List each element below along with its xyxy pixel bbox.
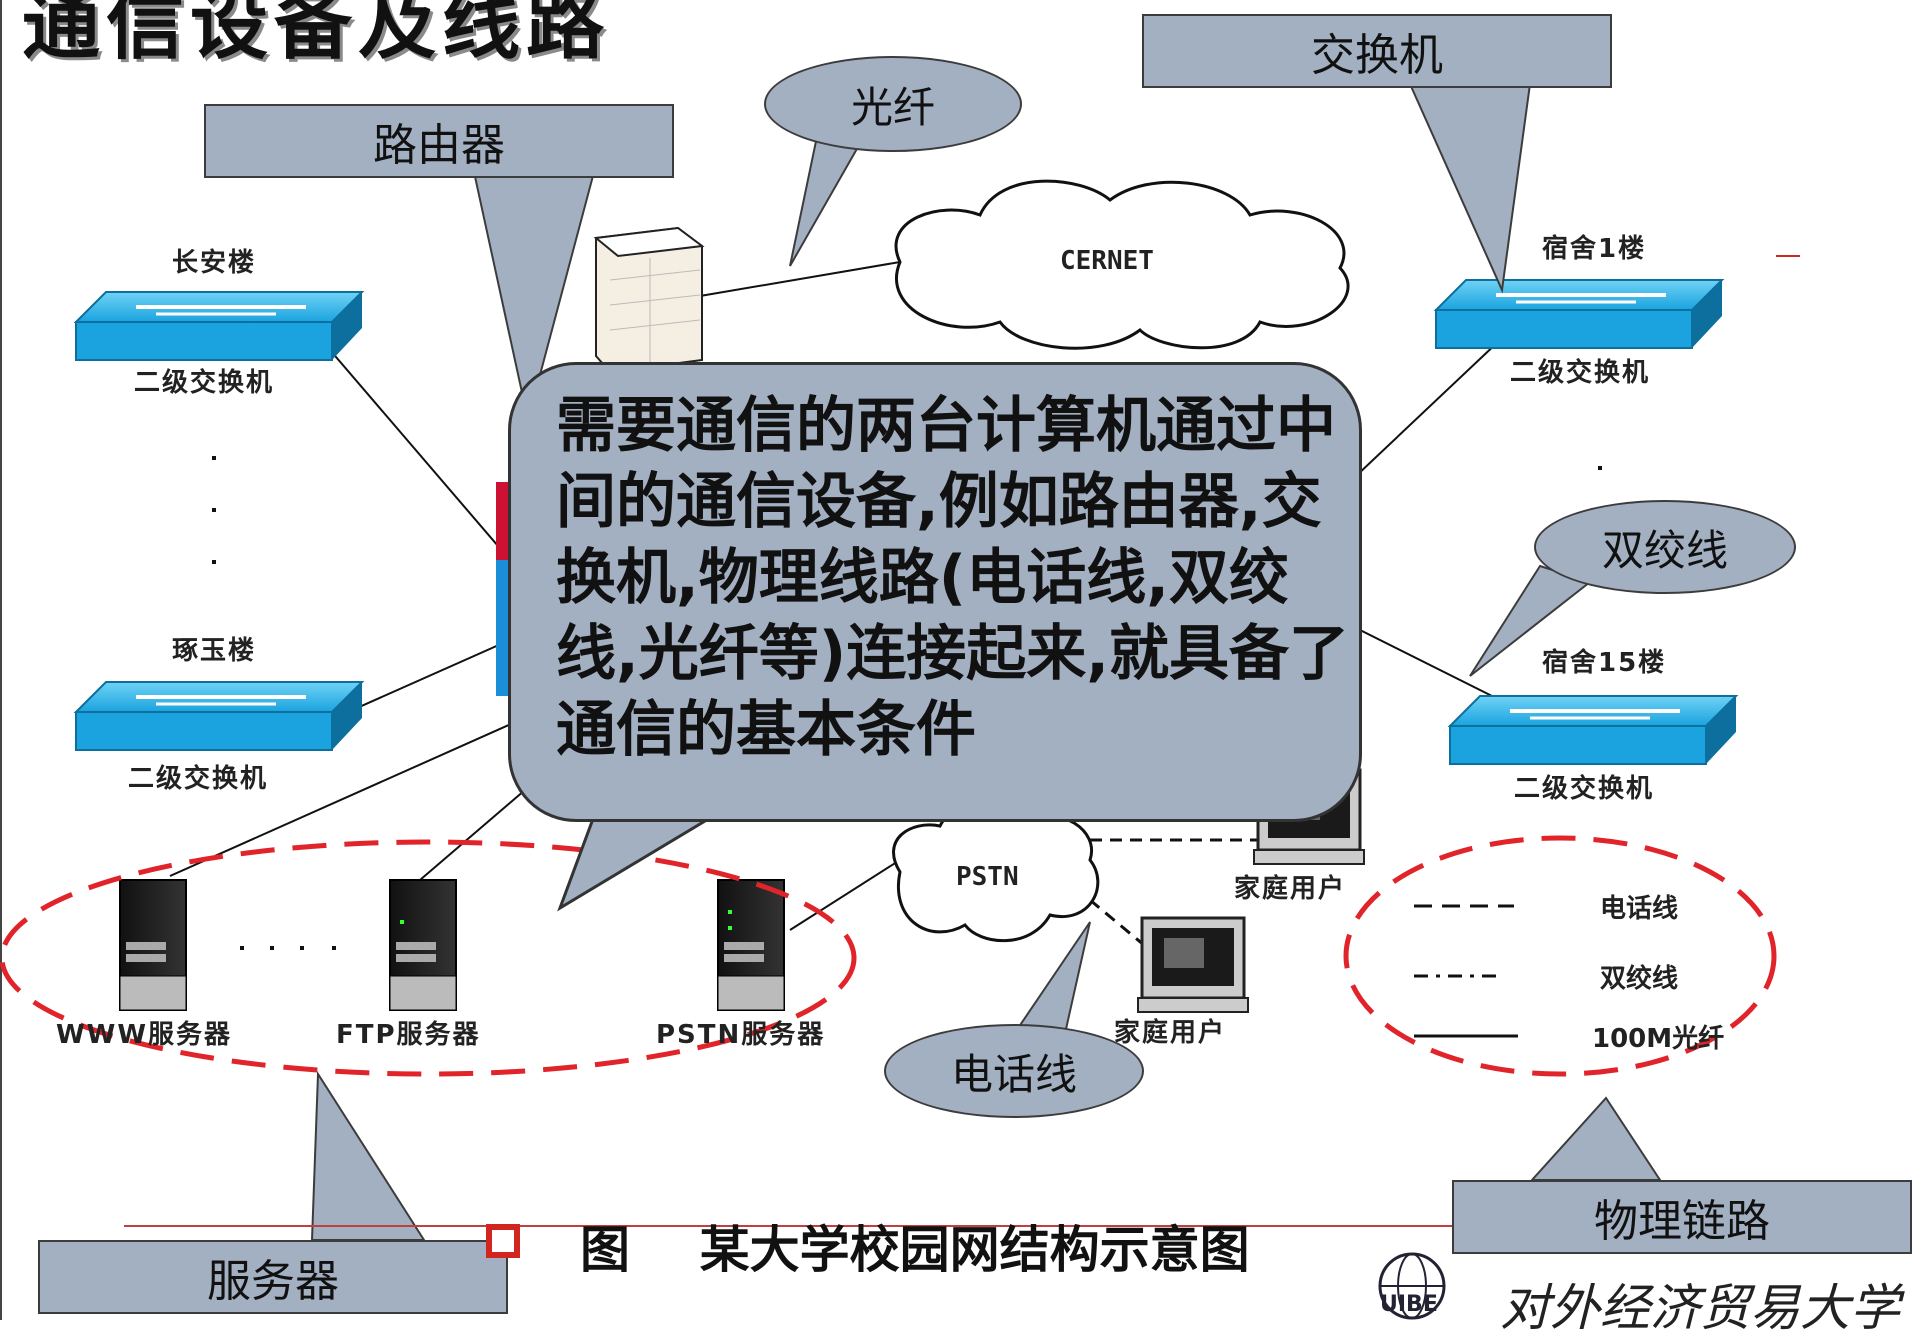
home-user-1-label: 家庭用户 [1234,874,1347,904]
twisted-pair-callout: 双绞线 [1534,500,1796,594]
switch-a-icon [73,291,365,361]
router-callout: 路由器 [204,104,674,178]
phone-links [1070,838,1260,952]
link-callout-pointer [1529,1096,1662,1181]
legend-fiber-label: 100M光纤 [1592,1024,1725,1054]
switch-c-icon [1433,279,1725,349]
www-server-label: WWW服务器 [56,1020,233,1050]
figure-caption: 图 某大学校园网结构示意图 [580,1210,1250,1282]
ellipsis-dots [212,456,1602,950]
link-firewall-cernet [699,261,901,297]
legend-ellipse [1343,835,1777,1077]
www-server-icon [119,879,187,1011]
firewall-icon [593,226,705,374]
link-switch-a-router [329,349,511,561]
home-pc-2-icon [1137,916,1249,1013]
link-switch-d-router [1339,619,1501,701]
link-pstnserver-pstn [789,859,901,931]
university-name: 对外经济贸易大学 [1500,1279,1900,1337]
physical-link-callout: 物理链路 [1452,1180,1912,1254]
main-bubble-text: 需要通信的两台计算机通过中间的通信设备,例如路由器,交换机,物理线路(电话线,双… [556,391,1350,765]
server-callout: 服务器 [38,1240,508,1314]
switch-callout-pointer [1408,83,1532,294]
link-www-router [169,719,521,877]
pstn-server-label: PSTN服务器 [656,1020,826,1050]
ftp-server-icon [389,879,457,1011]
cernet-label: CERNET [1060,246,1154,276]
building-a-label: 长安楼 [172,248,257,278]
phone-callout-pointer [1008,921,1091,1042]
legend-samples [1414,904,1518,1038]
cernet-cloud-icon [894,179,1350,350]
home-user-2-label: 家庭用户 [1114,1018,1227,1048]
ftp-server-label: FTP服务器 [336,1020,481,1050]
slide-title: 通信设备及线路 [22,0,611,70]
switch-d-label: 二级交换机 [1514,774,1655,804]
caption-text: 某大学校园网结构示意图 [699,1221,1250,1279]
fiber-callout: 光纤 [764,56,1022,152]
legend-phone-label: 电话线 [1600,894,1679,924]
dorm-15-label: 宿舍15楼 [1542,648,1667,678]
caption-prefix: 图 [580,1221,630,1279]
university-logo-icon [1378,1252,1446,1320]
callout-pointers [310,83,1662,1241]
switch-b-label: 二级交换机 [128,764,269,794]
dorm-1-label: 宿舍1楼 [1542,234,1647,264]
main-speech-bubble [508,362,1362,822]
building-b-label: 琢玉楼 [172,636,257,666]
university-logo-text: UIBE [1380,1292,1438,1317]
phone-line-callout: 电话线 [884,1024,1144,1118]
legend-twisted-label: 双绞线 [1600,964,1679,994]
pstn-label: PSTN [956,862,1019,892]
switch-c-label: 二级交换机 [1510,358,1651,388]
switch-a-label: 二级交换机 [134,368,275,398]
server-callout-pointer [310,1070,426,1241]
caption-marker [486,1224,520,1258]
server-group-ellipse [0,839,857,1077]
pstn-server-icon [717,879,785,1011]
switch-d-icon [1447,695,1739,765]
pstn-cloud-icon [892,802,1100,943]
switch-callout: 交换机 [1142,14,1612,88]
switch-b-icon [73,681,365,751]
